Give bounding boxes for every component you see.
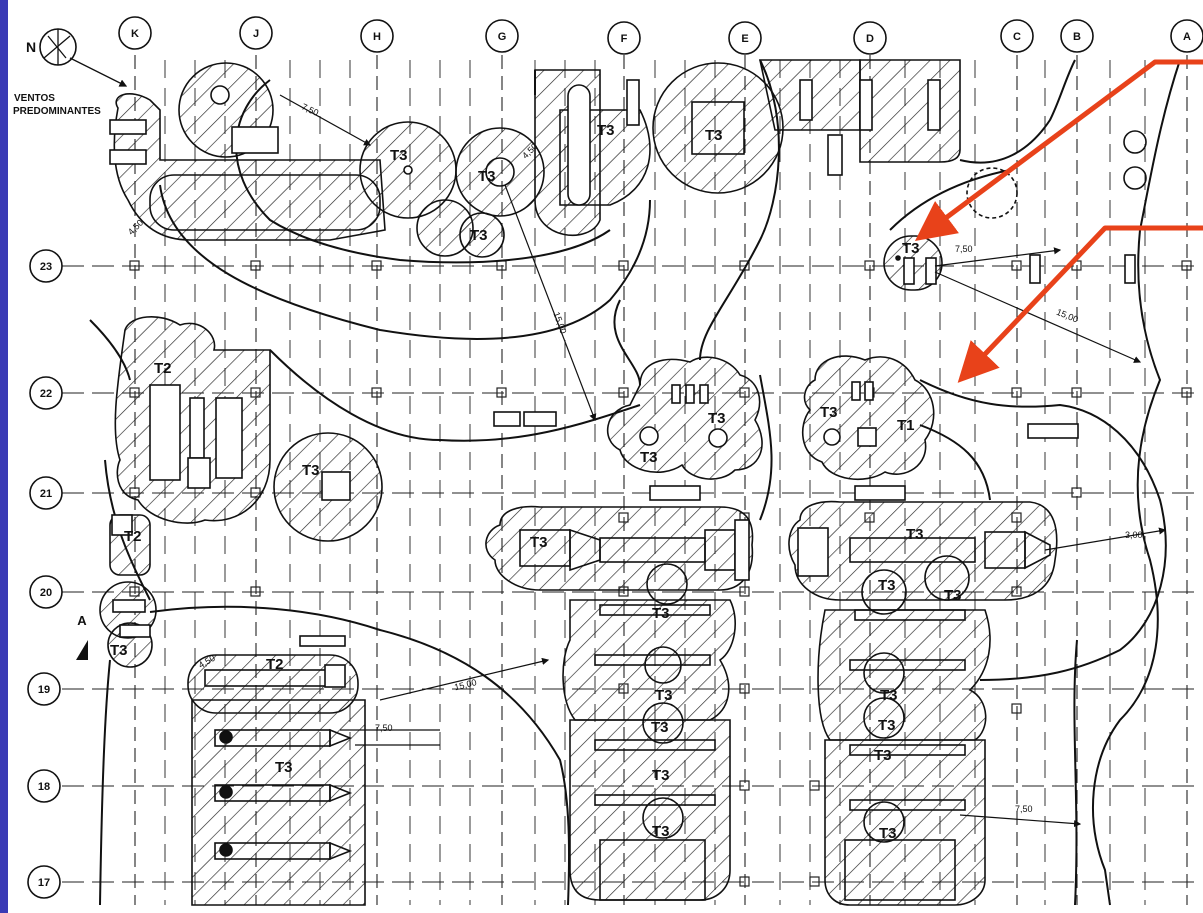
svg-text:F: F xyxy=(621,33,628,45)
section-marker: A xyxy=(76,613,88,660)
zone-label: T3 xyxy=(640,449,658,466)
svg-text:E: E xyxy=(741,33,748,45)
svg-text:A: A xyxy=(1183,31,1191,43)
dimension-label: 15,00 xyxy=(1055,307,1080,325)
zone-label: T3 xyxy=(820,404,838,421)
zone-label: T2 xyxy=(266,656,284,673)
dimension-label: 15,00 xyxy=(551,311,568,336)
zone-label: T3 xyxy=(651,719,669,736)
zone-label: T3 xyxy=(470,227,488,244)
zone-label: T3 xyxy=(708,410,726,427)
annotation-arrow-second xyxy=(957,225,1203,383)
column-bubble-c: C xyxy=(1000,19,1034,53)
zone-label: T3 xyxy=(652,823,670,840)
annotation-arrows xyxy=(914,59,1203,383)
zone-label: T3 xyxy=(874,747,892,764)
svg-text:22: 22 xyxy=(40,388,52,400)
column-bubble-h: H xyxy=(360,19,394,53)
zone-circle-g xyxy=(455,127,545,217)
zone-t3-rows17-19 xyxy=(191,699,366,906)
column-bubble-a: A xyxy=(1170,19,1203,53)
svg-text:H: H xyxy=(373,31,381,43)
zone-label: T3 xyxy=(944,587,962,604)
column-bubble-k: K xyxy=(118,16,152,50)
svg-text:20: 20 xyxy=(40,587,52,599)
wind-label-line2: PREDOMINANTES xyxy=(13,106,101,117)
row-bubble-18: 18 xyxy=(27,769,61,803)
dimension-label: 15,00 xyxy=(453,677,477,692)
zone-label: T3 xyxy=(906,526,924,543)
row-grid-bubbles: 23 22 21 20 19 18 17 xyxy=(27,249,63,899)
zone-label: T2 xyxy=(154,360,172,377)
row-bubble-20: 20 xyxy=(29,575,63,609)
zone-label: T3 xyxy=(902,240,920,257)
svg-text:17: 17 xyxy=(38,877,50,889)
dimension-lines xyxy=(279,94,1167,828)
equipment-symbols xyxy=(109,79,1147,901)
zone-label: T3 xyxy=(390,147,408,164)
row-bubble-23: 23 xyxy=(29,249,63,283)
svg-text:G: G xyxy=(498,31,507,43)
column-bubble-f: F xyxy=(607,21,641,55)
dimension-label: 7,50 xyxy=(375,723,393,733)
wind-label-line1: VENTOS xyxy=(14,93,55,104)
svg-text:B: B xyxy=(1073,31,1081,43)
zone-label: T3 xyxy=(705,127,723,144)
column-bubble-g: G xyxy=(485,19,519,53)
zone-label: T3 xyxy=(878,577,896,594)
dimension-label: 7,50 xyxy=(1015,804,1033,814)
zone-labels: T2 T2 T2 T3 T3 T3 T3 T3 T3 T3 T3 T3 T1 T… xyxy=(110,122,962,842)
zone-label: T3 xyxy=(530,534,548,551)
column-grid-bubbles: K J H G F E D C B A xyxy=(118,16,1203,55)
row-bubble-19: 19 xyxy=(27,672,61,706)
section-marker-label: A xyxy=(77,613,87,628)
zone-label: T3 xyxy=(597,122,615,139)
svg-text:19: 19 xyxy=(38,684,50,696)
column-bubble-j: J xyxy=(239,16,273,50)
zone-cluster-e xyxy=(606,356,763,480)
svg-text:J: J xyxy=(253,28,259,40)
zone-label: T3 xyxy=(652,767,670,784)
zone-label: T3 xyxy=(302,462,320,479)
svg-text:23: 23 xyxy=(40,261,52,273)
row-bubble-21: 21 xyxy=(29,476,63,510)
column-bubble-d: D xyxy=(853,21,887,55)
zone-label: T3 xyxy=(655,687,673,704)
zone-label: T3 xyxy=(652,605,670,622)
svg-text:K: K xyxy=(131,28,139,40)
wind-direction-arrow xyxy=(69,57,128,87)
north-compass: N VENTOS PREDOMINANTES xyxy=(13,28,128,117)
column-bubble-e: E xyxy=(728,21,762,55)
annotation-arrow-top xyxy=(914,59,1203,241)
dimension-label: 7,50 xyxy=(955,244,973,254)
column-bubble-b: B xyxy=(1060,19,1094,53)
zone-label: T3 xyxy=(110,642,128,659)
zone-label: T3 xyxy=(478,168,496,185)
row-bubble-17: 17 xyxy=(27,865,61,899)
zone-label: T3 xyxy=(880,687,898,704)
svg-text:21: 21 xyxy=(40,488,52,500)
zone-label: T3 xyxy=(878,717,896,734)
zone-label: T1 xyxy=(897,417,915,434)
zone-label: T3 xyxy=(879,825,897,842)
svg-text:C: C xyxy=(1013,31,1021,43)
north-label: N xyxy=(26,39,36,55)
svg-text:D: D xyxy=(866,33,874,45)
zone-cluster-d xyxy=(802,355,935,480)
row-bubble-22: 22 xyxy=(29,376,63,410)
classification-boundaries xyxy=(89,59,1181,906)
zone-label: T3 xyxy=(275,759,293,776)
svg-text:18: 18 xyxy=(38,781,50,793)
zone-label: T2 xyxy=(124,528,142,545)
dimension-label: 3,00 xyxy=(1125,530,1143,540)
frame-left-edge xyxy=(0,0,8,913)
